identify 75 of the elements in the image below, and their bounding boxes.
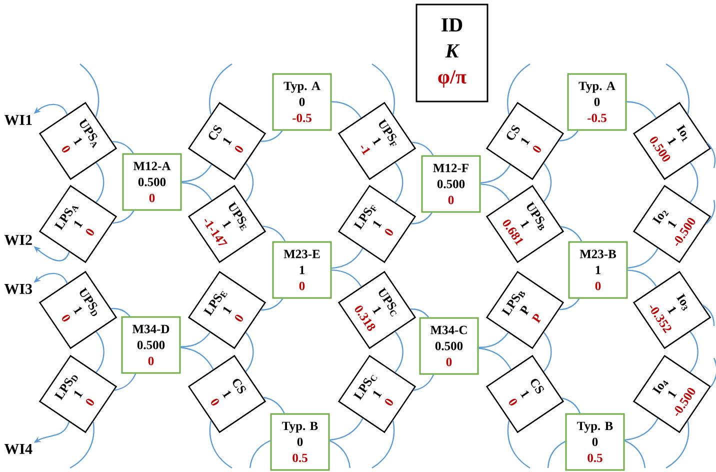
waveguide-stub: [70, 422, 94, 469]
waveguide-arc: [559, 130, 578, 142]
waveguide-arc: [628, 248, 658, 269]
waveguide-arc: [112, 210, 134, 224]
port-label: WI1: [4, 114, 32, 126]
phase-box: M34-C 0.500 0: [419, 317, 479, 375]
waveguide-stub: [249, 440, 270, 468]
waveguide-arc: [411, 212, 432, 224]
waveguide-arc: [480, 184, 510, 201]
waveguide-arc: [624, 418, 658, 441]
phase-box: M23-B 1 0: [568, 241, 628, 299]
waveguide-arc: [562, 398, 581, 414]
phase-box: M12-F 0.500 0: [421, 155, 481, 213]
waveguide-arc: [245, 332, 254, 372]
waveguide-arc: [543, 163, 552, 202]
waveguide-arc: [330, 418, 364, 441]
waveguide-arc: [628, 270, 657, 287]
waveguide-arc: [182, 164, 212, 182]
waveguide-stub: [666, 420, 690, 468]
waveguide-arc: [245, 163, 254, 202]
waveguide-stub: [372, 420, 395, 468]
waveguide-stub: [666, 64, 690, 114]
waveguide-arc: [332, 248, 364, 269]
port-label: WI4: [4, 444, 32, 454]
waveguide-stub: [372, 64, 395, 115]
waveguide-arc: [394, 162, 404, 203]
waveguide-arc: [559, 298, 580, 310]
waveguide-arc: [112, 140, 134, 154]
waveguide-arc: [690, 162, 698, 203]
waveguide-arc: [182, 182, 212, 201]
waveguide-stub: [624, 440, 646, 468]
waveguide-arc: [332, 269, 362, 287]
waveguide-arc: [110, 308, 130, 317]
waveguide-arc: [260, 298, 284, 311]
waveguide-arc: [96, 162, 104, 203]
waveguide-arc: [480, 164, 511, 184]
waveguide-arc: [626, 101, 657, 118]
waveguide-arc: [263, 396, 285, 414]
phase-box: Typ. B 0 0.5: [565, 413, 625, 471]
port-label: WI3: [4, 284, 32, 294]
port-label: WI2: [4, 234, 32, 246]
waveguide-stub: [80, 64, 100, 118]
phase-box: Typ. A 0 -0.5: [272, 73, 332, 131]
waveguide-stub: [706, 142, 716, 168]
waveguide-arc: [114, 373, 136, 391]
waveguide-stub: [507, 420, 530, 468]
waveguide-stub: [507, 64, 530, 115]
phase-box: M34-D 0.500 0: [121, 316, 181, 374]
waveguide-stub: [209, 64, 232, 115]
waveguide-arc: [96, 331, 104, 373]
phase-box: M12-A 0.500 0: [122, 153, 182, 211]
waveguide-arc: [332, 101, 362, 118]
waveguide-arc: [560, 226, 582, 242]
waveguide-arc: [478, 348, 512, 370]
waveguide-stub: [547, 440, 566, 468]
waveguide-arc: [412, 142, 434, 156]
waveguide-arc: [690, 331, 698, 373]
waveguide-arc: [413, 374, 434, 391]
waveguide-stub: [209, 420, 232, 468]
key-box: ID K φ/π: [416, 4, 488, 102]
phase-box: Typ. B 0 0.5: [270, 413, 330, 471]
waveguide-arc: [394, 331, 404, 373]
waveguide-arc: [262, 226, 286, 242]
waveguide-stub: [330, 440, 351, 468]
phase-box: Typ. A 0 -0.5: [567, 73, 627, 131]
phase-box: M23-E 1 0: [272, 241, 332, 299]
waveguide-stub: [702, 304, 715, 326]
waveguide-arc: [180, 332, 210, 348]
waveguide-arc: [260, 130, 283, 142]
waveguide-stub: [705, 200, 716, 225]
waveguide-arc: [478, 332, 509, 348]
waveguide-arc: [410, 308, 429, 318]
waveguide-arc: [543, 332, 552, 372]
waveguide-arc: [180, 346, 214, 370]
waveguide-stub: [710, 358, 716, 388]
